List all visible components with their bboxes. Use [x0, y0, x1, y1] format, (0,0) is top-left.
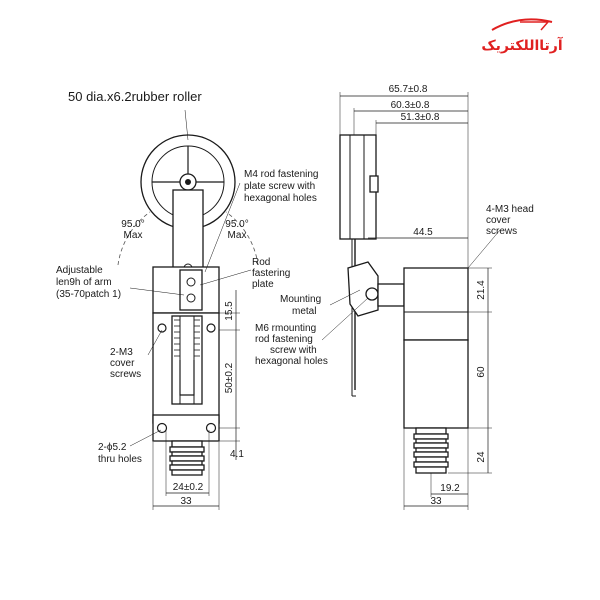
brand-logo: آرتااللکتریک: [481, 18, 564, 54]
leader-m6: [321, 297, 369, 341]
m6-label-line3: screw with: [270, 345, 317, 356]
head-label-line1: 4-M3 head: [486, 204, 534, 215]
logo-text: آرتااللکتریک: [481, 36, 564, 54]
side-body: [403, 339, 469, 429]
adj-label-line3: (35-70patch 1): [56, 289, 121, 300]
dim-445-label: 44.5: [413, 227, 433, 238]
head-label-line2: cover: [486, 215, 511, 226]
m4-label-line2: plate screw with: [244, 181, 315, 192]
side-conduit-thread: [413, 427, 449, 474]
thru-hole-right: [205, 422, 217, 434]
roller-label: 50 dia.x6.2rubber roller: [68, 89, 202, 104]
dim-33r-label: 33: [430, 496, 442, 507]
adj-label-line2: len9h of arm: [56, 277, 112, 288]
dim-33-label: 33: [180, 496, 192, 507]
leader-rod-plate: [199, 269, 252, 286]
m4-label-line3: hexagonal holes: [244, 193, 317, 204]
thru-label-line2: thru holes: [98, 454, 142, 465]
roller-axle: [185, 179, 191, 185]
dim-657-label: 65.7±0.8: [389, 84, 428, 95]
mounting-metal: [347, 261, 379, 317]
shaft: [377, 283, 405, 307]
leader-m4: [204, 182, 241, 273]
thru-hole-left: [156, 422, 168, 434]
dim-24-label: 24±0.2: [173, 482, 204, 493]
cover-screw-right: [206, 323, 216, 333]
dim-41-label: 4.1: [230, 449, 244, 460]
dim-603-label: 60.3±0.8: [391, 100, 430, 111]
swing-arc-left: [117, 211, 151, 266]
angle-left-max: Max: [124, 230, 143, 241]
angle-right-label: 95.0°: [225, 219, 248, 230]
rod-plate-front: [179, 269, 203, 311]
head-label-line3: screws: [486, 226, 517, 237]
leader-m3-cover: [147, 329, 163, 356]
m3-cover-line1: 2-M3: [110, 347, 133, 358]
side-head: [403, 267, 469, 341]
dim-50-label: 50±0.2: [224, 362, 235, 393]
m6-label-line1: M6 rmounting: [255, 323, 316, 334]
dim-192-label: 19.2: [440, 483, 460, 494]
lever-arm: [172, 189, 204, 279]
angle-right-max: Max: [228, 230, 247, 241]
dim-24r-label: 24: [476, 451, 487, 463]
rod-label-line1: Rod: [252, 257, 270, 268]
m6-label-line2: rod fastening: [255, 334, 313, 345]
leader-adjustable: [129, 287, 185, 296]
roller-side-nut: [369, 175, 379, 193]
front-view: 24±0.2 33 15.5 50±0.2 4.1: [117, 109, 259, 510]
swing-arc-right: [225, 211, 259, 266]
rod-label-line2: fastering: [252, 268, 290, 279]
roller-side-hub: [349, 134, 365, 240]
cover-screw-left: [157, 323, 167, 333]
spring-housing: [171, 315, 203, 405]
mount-label-line2: metal: [292, 306, 316, 317]
plate-screw-bottom-front: [186, 293, 196, 303]
dim-155-label: 15.5: [224, 301, 235, 321]
adj-label-line1: Adjustable: [56, 265, 103, 276]
logo-arrow-icon: [520, 21, 550, 31]
logo-swoosh-icon: [491, 18, 553, 31]
internal-spring: [174, 316, 200, 404]
m3-cover-line2: cover: [110, 358, 135, 369]
side-labels: Mounting metal M6 rmounting rod fastenin…: [255, 204, 534, 367]
m3-cover-line3: screws: [110, 369, 141, 380]
leader-thru-holes: [129, 429, 162, 447]
m4-label-line1: M4 rod fastening: [244, 169, 319, 180]
base-plate: [152, 414, 220, 442]
leader-roller: [184, 109, 189, 141]
leader-mounting: [329, 289, 361, 306]
conduit-thread: [169, 440, 205, 476]
angle-left-label: 95.0°: [121, 219, 144, 230]
dim-513-label: 51.3±0.8: [401, 112, 440, 123]
thru-label-line1: 2-ϕ5.2: [98, 442, 127, 453]
dim-60-label: 60: [476, 366, 487, 378]
dim-214-label: 21.4: [476, 280, 487, 300]
front-labels: 50 dia.x6.2rubber roller M4 rod fastenin…: [56, 89, 319, 465]
leader-head-cover: [467, 229, 501, 269]
m6-label-line4: hexagonal holes: [255, 356, 328, 367]
rod-label-line3: plate: [252, 279, 274, 290]
plate-screw-top-front: [186, 277, 196, 287]
mount-label-line1: Mounting: [280, 294, 321, 305]
side-view: 65.7±0.8 60.3±0.8 51.3±0.8 44.5 21.4 60 …: [321, 84, 501, 510]
